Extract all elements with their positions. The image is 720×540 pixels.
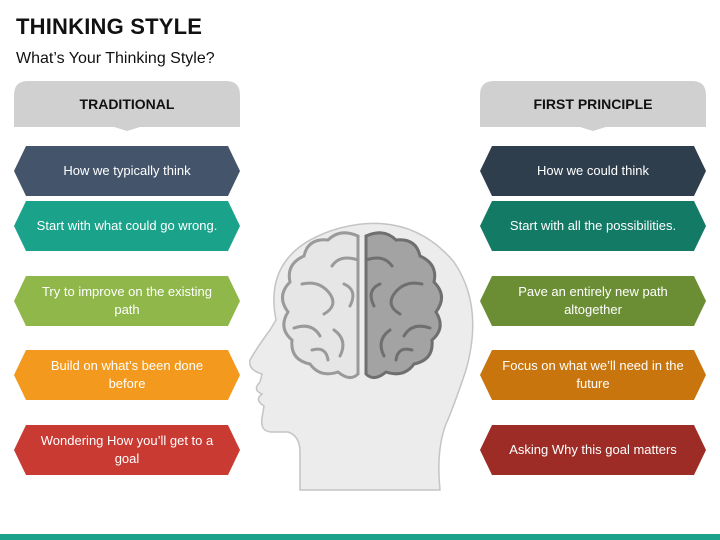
first-principle-item: How we could think [480,146,706,196]
header-banner-shape [480,81,706,131]
traditional-item: Try to improve on the existing path [14,276,240,326]
first-principle-item: Asking Why this goal matters [480,425,706,475]
page-subtitle: What’s Your Thinking Style? [16,50,215,67]
head-brain-icon [249,222,474,491]
page-title: THINKING STYLE [16,14,203,39]
first-principle-header-label: FIRST PRINCIPLE [533,96,653,112]
traditional-item: How we typically think [14,146,240,196]
traditional-item: Build on what’s been done before [14,350,240,400]
traditional-header: TRADITIONAL [14,81,240,131]
first-principle-item: Pave an entirely new path altogether [480,276,706,326]
traditional-header-label: TRADITIONAL [79,96,175,112]
first-principle-item: Start with all the possibilities. [480,201,706,251]
header-banner-shape [14,81,240,131]
accent-bar [0,534,720,540]
first-principle-header: FIRST PRINCIPLE [480,81,706,131]
traditional-item: Start with what could go wrong. [14,201,240,251]
traditional-item: Wondering How you’ll get to a goal [14,425,240,475]
head-illustration [240,210,480,505]
first-principle-item: Focus on what we’ll need in the future [480,350,706,400]
